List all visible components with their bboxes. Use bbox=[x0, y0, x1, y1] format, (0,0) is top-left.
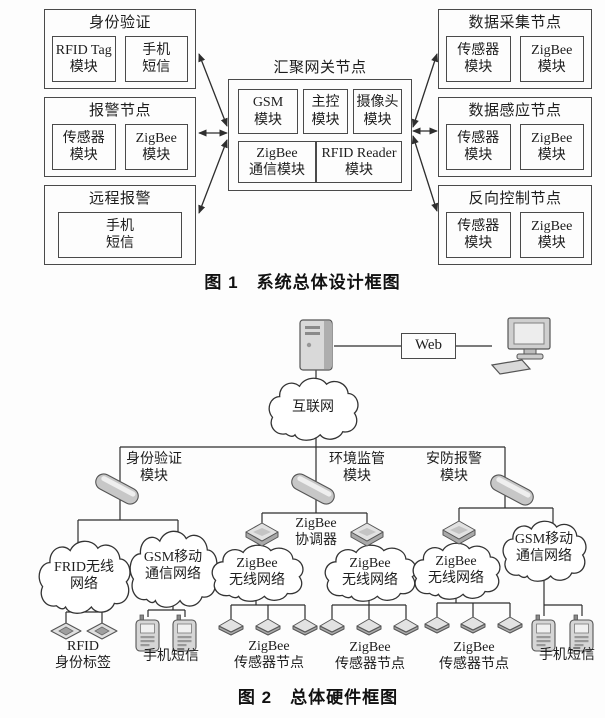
zigbee-sensor-icon bbox=[255, 618, 281, 636]
node-title: 身份验证 bbox=[88, 15, 151, 31]
zigbee-net1-cloud-label: ZigBee 无线网络 bbox=[229, 556, 285, 588]
zigbee-sensor-icon bbox=[218, 618, 244, 636]
mobile-phone-icon bbox=[569, 614, 594, 652]
gateway-title: 汇聚网关节点 bbox=[273, 60, 367, 76]
zigbee-coordinator-label: ZigBee 协调器 bbox=[295, 516, 337, 548]
module-box: 摄像头 模块 bbox=[353, 89, 402, 134]
module-row: 传感器 模块 ZigBee 模块 bbox=[446, 124, 584, 170]
module-row: 传感器 模块 ZigBee 模块 bbox=[52, 124, 188, 170]
gsm-right-cloud-label: GSM移动 通信网络 bbox=[514, 532, 574, 564]
gsm-left-cloud-label: GSM移动 通信网络 bbox=[143, 550, 203, 582]
internet-cloud-label: 互联网 bbox=[292, 400, 334, 415]
sms-left-label: 手机短信 bbox=[143, 649, 199, 664]
zigbee-sensor-icon bbox=[319, 618, 345, 636]
module-box: 手机 短信 bbox=[124, 36, 188, 82]
module-box: 传感器 模块 bbox=[446, 212, 511, 258]
zigbee-sensor-icon bbox=[292, 618, 318, 636]
module-box: 手机 短信 bbox=[58, 212, 182, 258]
mobile-phone-icon bbox=[135, 614, 160, 652]
module-box: ZigBee 模块 bbox=[519, 212, 584, 258]
rfid-tag-icon bbox=[50, 622, 82, 640]
fig1-node-data-sense: 数据感应节点 传感器 模块 ZigBee 模块 bbox=[438, 97, 592, 177]
zigbee-sensor-icon bbox=[356, 618, 382, 636]
frid-network-cloud-label: FRID无线 网络 bbox=[54, 560, 114, 592]
module-box: ZigBee 模块 bbox=[519, 36, 584, 82]
fig1-node-remote-alarm: 远程报警 手机 短信 bbox=[44, 185, 196, 265]
sms-right-label: 手机短信 bbox=[539, 648, 595, 663]
fig1-node-alarm: 报警节点 传感器 模块 ZigBee 模块 bbox=[44, 97, 196, 177]
zigbee-sensor-icon bbox=[460, 616, 486, 634]
module-box: 传感器 模块 bbox=[446, 124, 511, 170]
module-row: GSM 模块 主控 模块 摄像头 模块 bbox=[238, 89, 402, 134]
sensor-group2-label: ZigBee 传感器节点 bbox=[335, 640, 405, 672]
server-icon bbox=[299, 319, 333, 371]
sensor-group3-label: ZigBee 传感器节点 bbox=[439, 640, 509, 672]
module-box: RFID Tag 模块 bbox=[52, 36, 116, 82]
node-title: 远程报警 bbox=[88, 191, 151, 207]
mobile-phone-icon bbox=[172, 614, 197, 652]
module-row: 传感器 模块 ZigBee 模块 bbox=[446, 212, 584, 258]
zigbee-coordinator-icon bbox=[442, 520, 476, 545]
node-title: 报警节点 bbox=[88, 103, 151, 119]
fig1-node-reverse-control: 反向控制节点 传感器 模块 ZigBee 模块 bbox=[438, 185, 592, 265]
zigbee-net3-cloud-label: ZigBee 无线网络 bbox=[428, 554, 484, 586]
figure1-caption: 图 1 系统总体设计框图 bbox=[204, 273, 401, 292]
node-title: 数据采集节点 bbox=[468, 15, 562, 31]
zigbee-sensor-icon bbox=[393, 618, 419, 636]
module-box: 传感器 模块 bbox=[52, 124, 116, 170]
module-row: RFID Tag 模块 手机 短信 bbox=[52, 36, 188, 82]
wireless-bridge-icon bbox=[291, 473, 335, 505]
module-box: GSM 模块 bbox=[238, 89, 298, 134]
branch-label-environment: 环境监管 模块 bbox=[329, 452, 385, 484]
rfid-tag-icon bbox=[86, 622, 118, 640]
fig1-gateway-node: GSM 模块 主控 模块 摄像头 模块 ZigBee 通信模块 RFID Rea… bbox=[228, 79, 412, 191]
mobile-phone-icon bbox=[531, 614, 556, 652]
branch-label-identity: 身份验证 模块 bbox=[126, 452, 182, 484]
sensor-group1-label: ZigBee 传感器节点 bbox=[234, 639, 304, 671]
node-title: 数据感应节点 bbox=[468, 103, 562, 119]
fig1-node-data-collect: 数据采集节点 传感器 模块 ZigBee 模块 bbox=[438, 9, 592, 89]
module-box: ZigBee 模块 bbox=[124, 124, 188, 170]
zigbee-coordinator-icon bbox=[245, 522, 279, 547]
module-box: ZigBee 模块 bbox=[519, 124, 584, 170]
rfid-tags-label: RFID 身份标签 bbox=[55, 639, 111, 671]
fig1-connector-arrows bbox=[198, 53, 439, 214]
desktop-computer-icon bbox=[490, 317, 551, 375]
module-box: RFID Reader 模块 bbox=[316, 141, 402, 183]
module-box: ZigBee 通信模块 bbox=[238, 141, 316, 183]
wireless-bridge-icon bbox=[490, 474, 534, 506]
wireless-bridge-icon bbox=[95, 473, 139, 505]
node-title: 反向控制节点 bbox=[468, 191, 562, 207]
module-box: 主控 模块 bbox=[303, 89, 348, 134]
figure2-caption: 图 2 总体硬件框图 bbox=[237, 688, 399, 707]
module-row: ZigBee 通信模块 RFID Reader 模块 bbox=[238, 141, 402, 183]
module-row: 传感器 模块 ZigBee 模块 bbox=[446, 36, 584, 82]
module-box: 传感器 模块 bbox=[446, 36, 511, 82]
zigbee-sensor-icon bbox=[497, 616, 523, 634]
fig1-node-identity-verify: 身份验证 RFID Tag 模块 手机 短信 bbox=[44, 9, 196, 89]
branch-label-security: 安防报警 模块 bbox=[426, 452, 482, 484]
zigbee-net2-cloud-label: ZigBee 无线网络 bbox=[342, 556, 398, 588]
web-box: Web bbox=[401, 333, 456, 359]
zigbee-coordinator-icon bbox=[350, 522, 384, 547]
zigbee-sensor-icon bbox=[424, 616, 450, 634]
module-row: 手机 短信 bbox=[58, 212, 182, 258]
